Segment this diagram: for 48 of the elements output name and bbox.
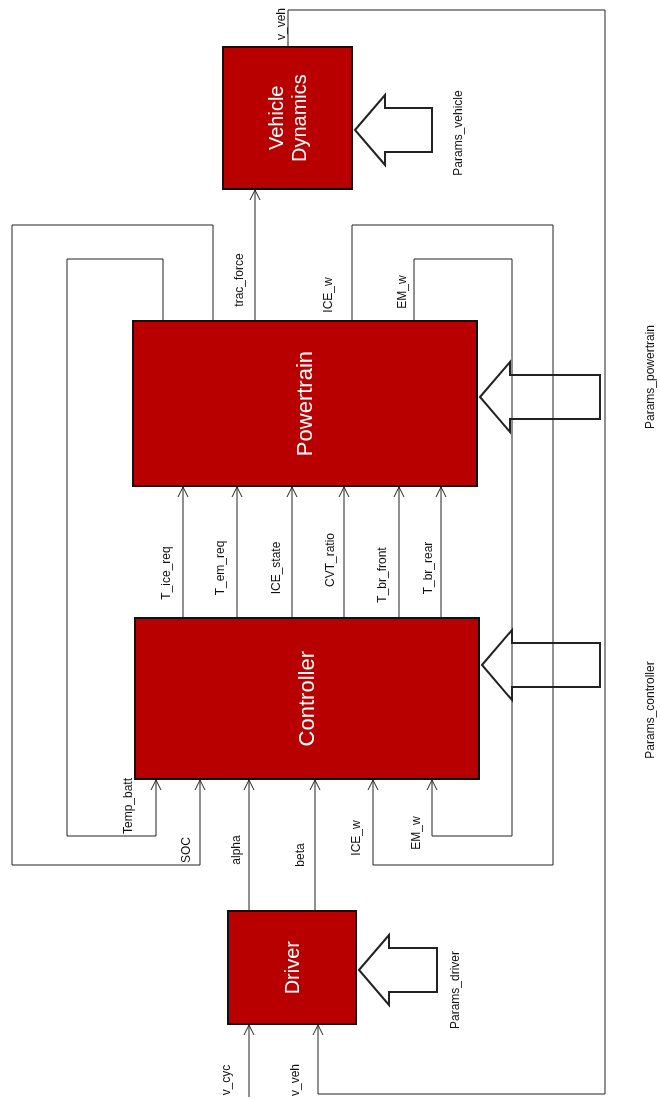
signal-arrow xyxy=(177,486,189,618)
block-title: Powertrain xyxy=(292,350,318,457)
signal-arrow xyxy=(351,224,554,866)
signal-label: SOC xyxy=(179,837,193,863)
signal-arrow xyxy=(309,779,321,911)
parameter-label: Params_powertrain xyxy=(643,325,657,429)
signal-label: T_br_rear xyxy=(421,541,435,595)
signal-label: v_veh xyxy=(288,1064,302,1096)
signal-arrow xyxy=(249,189,261,321)
signal-label: EM_w xyxy=(395,275,409,309)
signal-label: EM_w xyxy=(409,816,423,850)
parameter-label: Params_vehicle xyxy=(451,90,465,176)
signal-label: T_br_front xyxy=(375,547,389,603)
signal-label: v_cyc xyxy=(219,1064,233,1096)
signal-label: ICE_state xyxy=(269,541,283,595)
signal-arrow xyxy=(338,486,350,618)
block-arrow xyxy=(480,627,601,703)
signal-label: trac_force xyxy=(232,253,246,307)
block-arrow xyxy=(357,932,438,1008)
signal-arrow xyxy=(435,486,447,618)
signal-label: beta xyxy=(293,843,307,867)
signal-label: T_em_req xyxy=(213,540,227,596)
signal-arrow xyxy=(286,486,298,618)
signal-label: Temp_batt xyxy=(121,778,135,834)
block-title: Driver xyxy=(280,940,304,995)
signal-arrow xyxy=(11,224,214,866)
signal-arrow xyxy=(66,258,164,837)
block xyxy=(227,910,357,1025)
parameter-label: Params_driver xyxy=(448,951,462,1029)
signal-label: alpha xyxy=(229,835,243,865)
block-title: Controller xyxy=(294,650,320,747)
signal-label: T_ice_req xyxy=(159,546,173,600)
block-title: Vehicle Dynamics xyxy=(264,73,311,164)
block-arrow xyxy=(478,359,601,435)
signal-arrow xyxy=(243,1024,255,1098)
signal-arrow xyxy=(243,779,255,911)
block xyxy=(134,617,480,780)
signal-arrow xyxy=(413,258,513,837)
signal-label: CVT_ratio xyxy=(323,533,337,587)
signal-label: v_veh xyxy=(274,8,288,40)
signal-arrow xyxy=(287,9,606,1095)
block-arrow xyxy=(353,92,433,168)
signal-label: ICE_w xyxy=(349,820,363,856)
block xyxy=(132,320,478,487)
parameter-label: Params_controller xyxy=(643,661,657,759)
block xyxy=(222,46,353,190)
signal-arrow xyxy=(231,486,243,618)
signal-arrow xyxy=(393,486,405,618)
